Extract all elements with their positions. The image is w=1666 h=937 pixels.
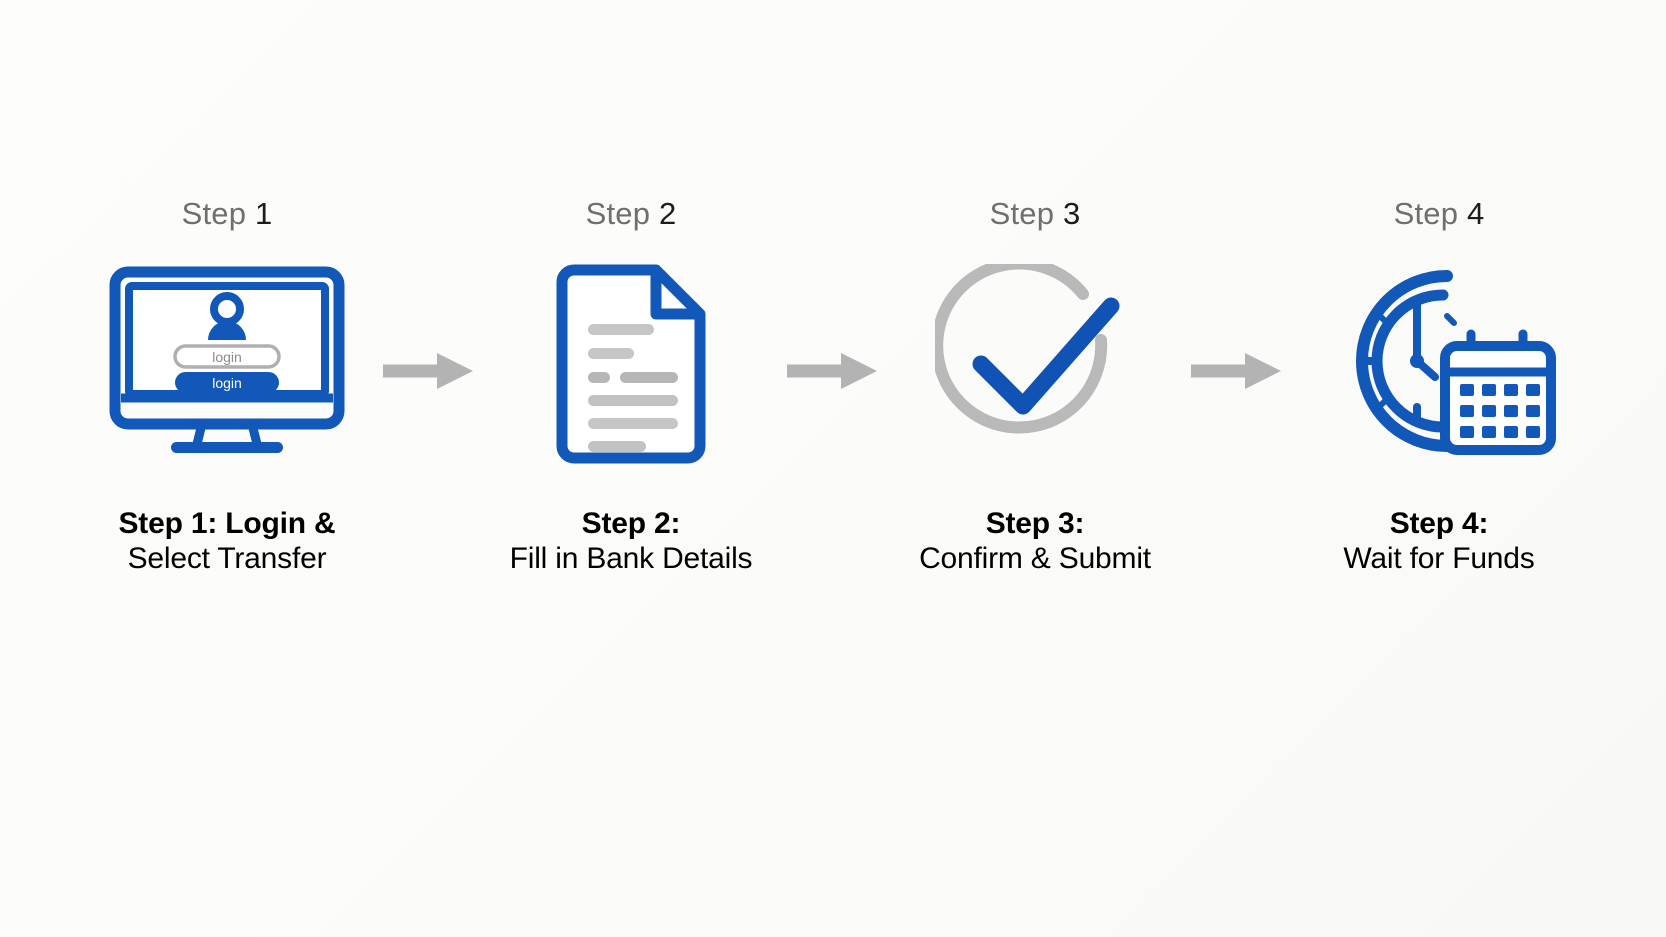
arrow-right-icon [383,353,473,389]
step-4-caption-line1: Step 4: [1389,507,1489,540]
step-3-eyebrow-number: 3 [1062,196,1081,231]
monitor-login-icon: login login [109,266,345,453]
step-1-icon-stage: login login [97,264,357,464]
step-2-eyebrow-label: Step [585,196,651,231]
step-3-caption-line2: Confirm & Submit [919,542,1151,576]
step-1-eyebrow-label: Step [181,196,247,231]
step-3: Step 3 Step 3: Confirm & Submit [885,196,1185,576]
arrow-right-icon [1191,353,1281,389]
step-4-caption-line2: Wait for Funds [1343,542,1535,576]
steps-row: Step 1 login [0,196,1666,576]
step-1: Step 1 login [77,196,377,576]
arrow-step3-to-step4 [1185,196,1289,393]
step-2-icon-stage [501,264,761,464]
clock-center-pin [1410,354,1424,368]
step-3-eyebrow: Step 3 [990,196,1081,232]
step-4-eyebrow-label: Step [1393,196,1459,231]
step-3-eyebrow-label: Step [989,196,1055,231]
check-circle-icon [935,264,1120,434]
clock-minor-ticks [1377,313,1457,409]
clock-calendar-icon [1356,270,1556,455]
calendar-day-cells [1460,384,1540,438]
step-2: Step 2 [481,196,781,576]
step-1-eyebrow-number: 1 [254,196,273,231]
document-text-lines [588,324,678,452]
step-4-caption: Step 4: Wait for Funds [1343,506,1534,576]
step-1-caption-line1: Step 1: Login & [118,507,336,540]
arrow-step1-to-step2 [377,196,481,393]
step-3-caption-line1: Step 3: [985,507,1085,540]
step-2-eyebrow: Step 2 [586,196,677,232]
step-4-icon-stage [1309,264,1569,464]
step-4-eyebrow: Step 4 [1394,196,1485,232]
step-2-caption-line2: Fill in Bank Details [509,542,753,576]
arrow-step2-to-step3 [781,196,885,393]
step-1-caption: Step 1: Login & Select Transfer [119,506,336,576]
step-4-eyebrow-number: 4 [1466,196,1485,231]
step-3-icon-stage [905,264,1165,464]
step-1-eyebrow: Step 1 [182,196,273,232]
step-2-caption: Step 2: Fill in Bank Details [510,506,753,576]
monitor-input-text: login [212,349,242,365]
step-2-eyebrow-number: 2 [658,196,677,231]
arrow-right-icon [787,353,877,389]
step-2-caption-line1: Step 2: [581,507,681,540]
step-1-caption-line2: Select Transfer [127,542,327,576]
monitor-button-text: login [212,375,242,391]
step-4: Step 4 [1289,196,1589,576]
document-form-icon [556,264,706,464]
step-3-caption: Step 3: Confirm & Submit [919,506,1151,576]
